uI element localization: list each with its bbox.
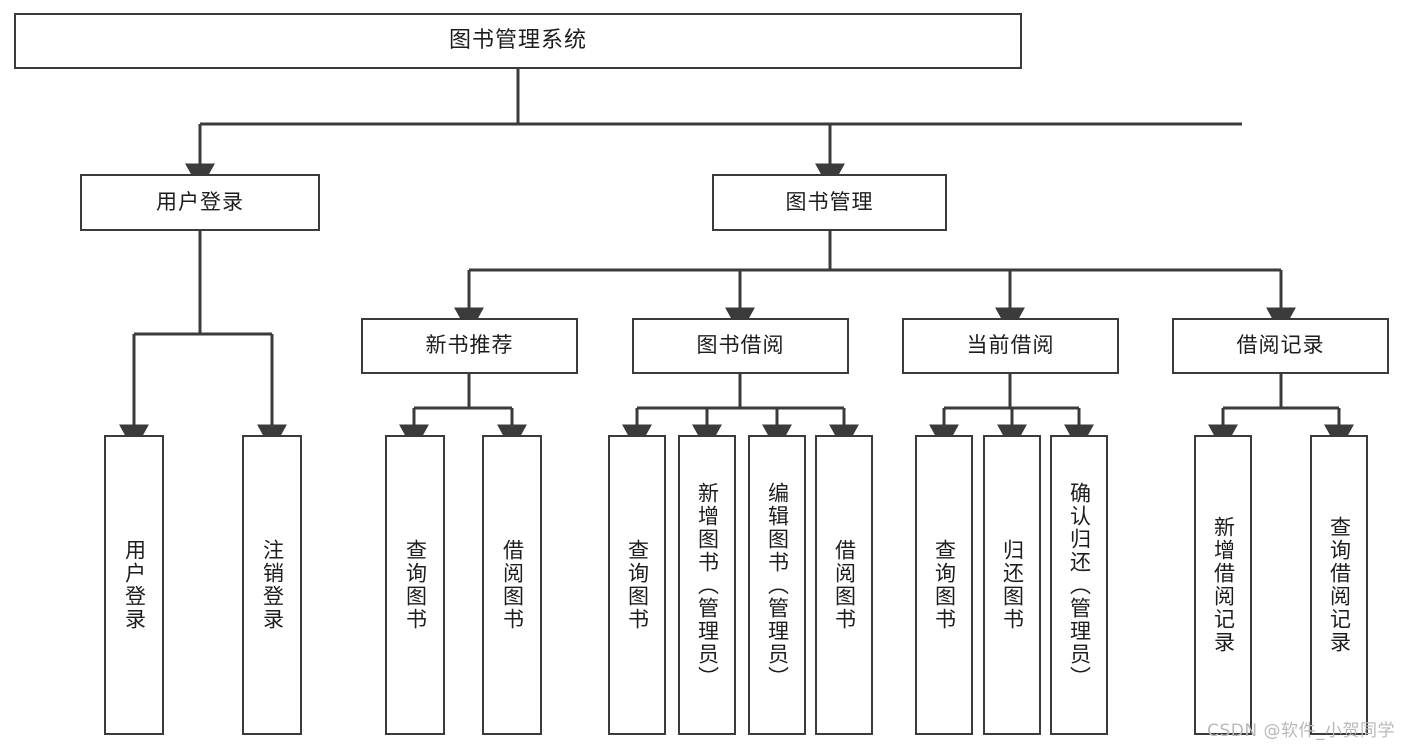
node-leaf-user-logout-label: 注销登录 <box>260 539 285 631</box>
node-current-borrow[interactable]: 当前借阅 <box>902 318 1119 374</box>
node-user-login-label: 用户登录 <box>156 189 244 214</box>
node-leaf-user-logout[interactable]: 注销登录 <box>242 435 302 735</box>
node-leaf-add-book-label: 新增图书（管理员） <box>695 481 720 689</box>
node-user-login[interactable]: 用户登录 <box>80 174 320 231</box>
node-leaf-add-record-label: 新增借阅记录 <box>1211 516 1236 654</box>
node-leaf-query-book-1-label: 查询图书 <box>403 539 428 631</box>
node-leaf-query-book-2[interactable]: 查询图书 <box>608 435 666 735</box>
node-leaf-query-book-2-label: 查询图书 <box>625 539 650 631</box>
node-leaf-return-book[interactable]: 归还图书 <box>983 435 1041 735</box>
node-leaf-add-book[interactable]: 新增图书（管理员） <box>678 435 736 735</box>
node-leaf-return-book-label: 归还图书 <box>1000 539 1025 631</box>
node-leaf-query-record[interactable]: 查询借阅记录 <box>1310 435 1368 735</box>
node-current-borrow-label: 当前借阅 <box>966 333 1055 358</box>
node-leaf-user-login-label: 用户登录 <box>122 539 147 631</box>
node-book-borrow[interactable]: 图书借阅 <box>632 318 849 374</box>
node-leaf-query-book-3-label: 查询图书 <box>932 539 957 631</box>
node-new-book-rec-label: 新书推荐 <box>425 333 514 358</box>
node-borrow-record[interactable]: 借阅记录 <box>1172 318 1389 374</box>
node-leaf-edit-book-label: 编辑图书（管理员） <box>765 481 790 689</box>
node-leaf-borrow-book-1-label: 借阅图书 <box>500 539 525 631</box>
node-leaf-query-book-1[interactable]: 查询图书 <box>385 435 445 735</box>
node-leaf-borrow-book-1[interactable]: 借阅图书 <box>482 435 542 735</box>
node-leaf-add-record[interactable]: 新增借阅记录 <box>1194 435 1252 735</box>
node-new-book-rec[interactable]: 新书推荐 <box>361 318 578 374</box>
node-book-manage-label: 图书管理 <box>785 189 874 214</box>
node-leaf-borrow-book-2[interactable]: 借阅图书 <box>815 435 873 735</box>
node-leaf-edit-book[interactable]: 编辑图书（管理员） <box>748 435 806 735</box>
node-borrow-record-label: 借阅记录 <box>1236 333 1325 358</box>
watermark: CSDN @软件_小贺同学 <box>1207 721 1395 741</box>
node-root-label: 图书管理系统 <box>448 27 587 53</box>
node-book-manage[interactable]: 图书管理 <box>712 174 947 231</box>
node-leaf-confirm-return[interactable]: 确认归还（管理员） <box>1050 435 1108 735</box>
node-leaf-query-book-3[interactable]: 查询图书 <box>915 435 973 735</box>
node-root[interactable]: 图书管理系统 <box>14 13 1022 69</box>
node-leaf-confirm-return-label: 确认归还（管理员） <box>1067 481 1092 689</box>
node-leaf-borrow-book-2-label: 借阅图书 <box>832 539 857 631</box>
node-leaf-user-login[interactable]: 用户登录 <box>104 435 164 735</box>
node-leaf-query-record-label: 查询借阅记录 <box>1327 516 1352 654</box>
node-book-borrow-label: 图书借阅 <box>696 333 785 358</box>
